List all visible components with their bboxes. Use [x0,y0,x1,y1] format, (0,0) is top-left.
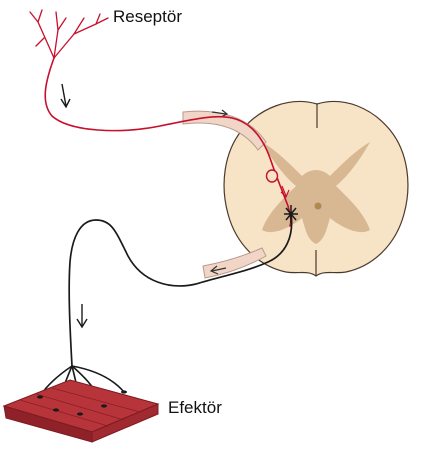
receptor-branch [54,12,58,58]
direction-arrow [61,84,70,107]
central-canal [315,203,322,210]
effector-label: Efektör [168,398,222,418]
direction-arrow [77,304,87,327]
receptor-label: Reseptör [113,7,182,27]
receptor-branch [58,18,66,30]
sensory-cell-body [267,170,278,182]
receptor-branch [38,10,42,22]
receptor-branch [30,12,54,58]
effector-muscle [4,380,158,442]
receptor-branch [36,38,44,46]
receptor-branch [54,18,84,58]
